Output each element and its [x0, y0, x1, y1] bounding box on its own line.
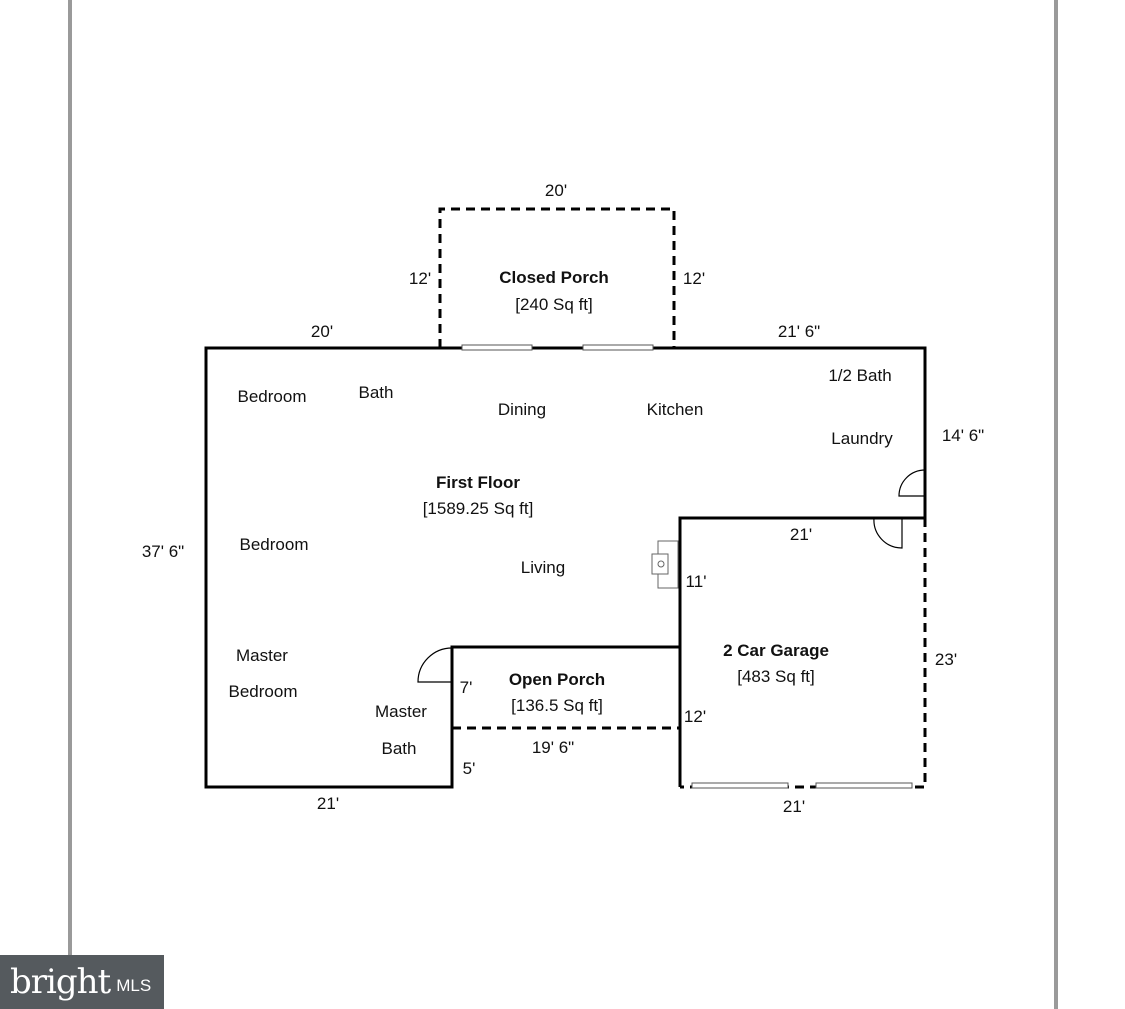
- dim-house-right-upper: 14' 6": [942, 426, 984, 445]
- first-floor-outline: [204, 346, 927, 789]
- room-label-bedroom-2: Bedroom: [240, 535, 309, 554]
- garage-title: 2 Car Garage: [723, 641, 829, 660]
- dim-open-porch-right: 12': [684, 707, 706, 726]
- garage-size: [483 Sq ft]: [737, 667, 815, 686]
- dim-open-porch-left: 7': [460, 678, 473, 697]
- open-porch-door-icon: [417, 647, 453, 683]
- room-label-master-bedroom-line2: Bedroom: [229, 682, 298, 701]
- garage-door-left: [691, 782, 789, 789]
- room-label-living: Living: [521, 558, 565, 577]
- room-label-bath: Bath: [359, 383, 394, 402]
- logo-suffix: MLS: [116, 976, 152, 995]
- porch-slider-door-right: [582, 344, 654, 351]
- open-porch-size: [136.5 Sq ft]: [511, 696, 603, 715]
- dim-house-top-right: 21' 6": [778, 322, 820, 341]
- room-label-dining: Dining: [498, 400, 546, 419]
- dim-garage-bottom: 21': [783, 797, 805, 816]
- room-label-master-bath-line2: Bath: [382, 739, 417, 758]
- dim-master-bath-step: 5': [463, 759, 476, 778]
- logo-wordmark: bright: [10, 962, 111, 1002]
- dim-closed-porch-top: 20': [545, 181, 567, 200]
- room-label-master-bedroom-line1: Master: [236, 646, 288, 665]
- page-edge-right: [1054, 0, 1058, 1009]
- garage-door-swing-icon: [873, 517, 903, 549]
- open-porch-title: Open Porch: [509, 670, 605, 689]
- dim-open-porch-bottom: 19' 6": [532, 738, 574, 757]
- room-label-half-bath: 1/2 Bath: [828, 366, 891, 385]
- dim-closed-porch-right: 12': [683, 269, 705, 288]
- first-floor-size: [1589.25 Sq ft]: [423, 499, 534, 518]
- dim-closed-porch-left: 12': [409, 269, 431, 288]
- dim-living-step: 11': [686, 572, 707, 591]
- page-edge-left: [68, 0, 72, 1009]
- room-label-bedroom: Bedroom: [238, 387, 307, 406]
- bright-mls-logo: bright MLS: [0, 955, 164, 1009]
- dim-garage-top: 21': [790, 525, 812, 544]
- dim-house-bottom: 21': [317, 794, 339, 813]
- porch-slider-door-left: [461, 344, 533, 351]
- garage-door-right: [815, 782, 913, 789]
- dim-house-left: 37' 6": [142, 542, 184, 561]
- dim-garage-right: 23': [935, 650, 957, 669]
- room-label-master-bath-line1: Master: [375, 702, 427, 721]
- first-floor-title: First Floor: [436, 473, 520, 492]
- closed-porch-size: [240 Sq ft]: [515, 295, 593, 314]
- fireplace-icon: [651, 540, 679, 589]
- room-label-kitchen: Kitchen: [647, 400, 704, 419]
- closed-porch-outline: [438, 207, 676, 348]
- laundry-door-icon: [898, 469, 926, 497]
- closed-porch-title: Closed Porch: [499, 268, 609, 287]
- dim-house-top-left: 20': [311, 322, 333, 341]
- room-label-laundry: Laundry: [831, 429, 893, 448]
